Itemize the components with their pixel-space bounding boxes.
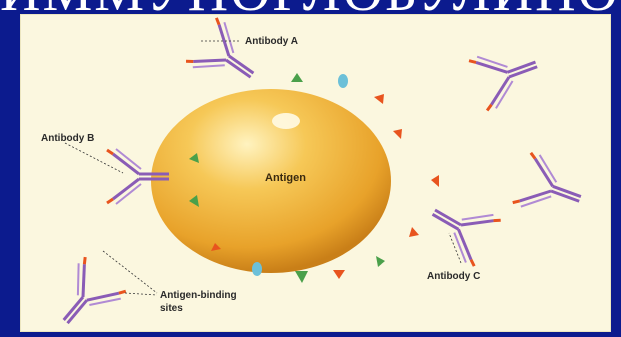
antibody-c-label: Antibody C xyxy=(427,271,480,282)
free-antibody xyxy=(469,39,546,112)
epitope-blue xyxy=(338,74,348,88)
diagram-panel: Antigen Antibody A Antibody B Antibody C xyxy=(20,14,611,332)
antibody-c xyxy=(420,188,501,267)
epitope-orange xyxy=(393,129,402,139)
epitope-green xyxy=(376,256,385,267)
epitope-orange xyxy=(374,94,384,104)
antibody-b-leader xyxy=(65,143,123,173)
epitope-orange xyxy=(431,175,439,187)
antibody-b-label: Antibody B xyxy=(41,133,94,144)
epitope-green xyxy=(295,271,308,283)
binding-sites-label-line2: sites xyxy=(160,303,183,314)
epitope-orange xyxy=(409,227,419,237)
epitope-green xyxy=(291,73,303,82)
free-antibody xyxy=(512,152,589,225)
epitope-blue xyxy=(252,262,262,276)
antigen-label: Antigen xyxy=(265,172,306,184)
binding-sites-label-line1: Antigen-binding xyxy=(160,290,237,301)
binding-sites-leader-1 xyxy=(103,251,157,293)
antibody-a-label: Antibody A xyxy=(245,36,298,47)
antibody-antigen-diagram: Antigen Antibody A Antibody B Antibody C xyxy=(21,15,610,331)
free-antibody-binding-sites xyxy=(45,256,127,331)
epitope-orange xyxy=(333,270,345,279)
binding-sites-leader-2 xyxy=(125,293,157,295)
antigen-highlight xyxy=(272,113,300,129)
antibody-a xyxy=(185,17,267,98)
